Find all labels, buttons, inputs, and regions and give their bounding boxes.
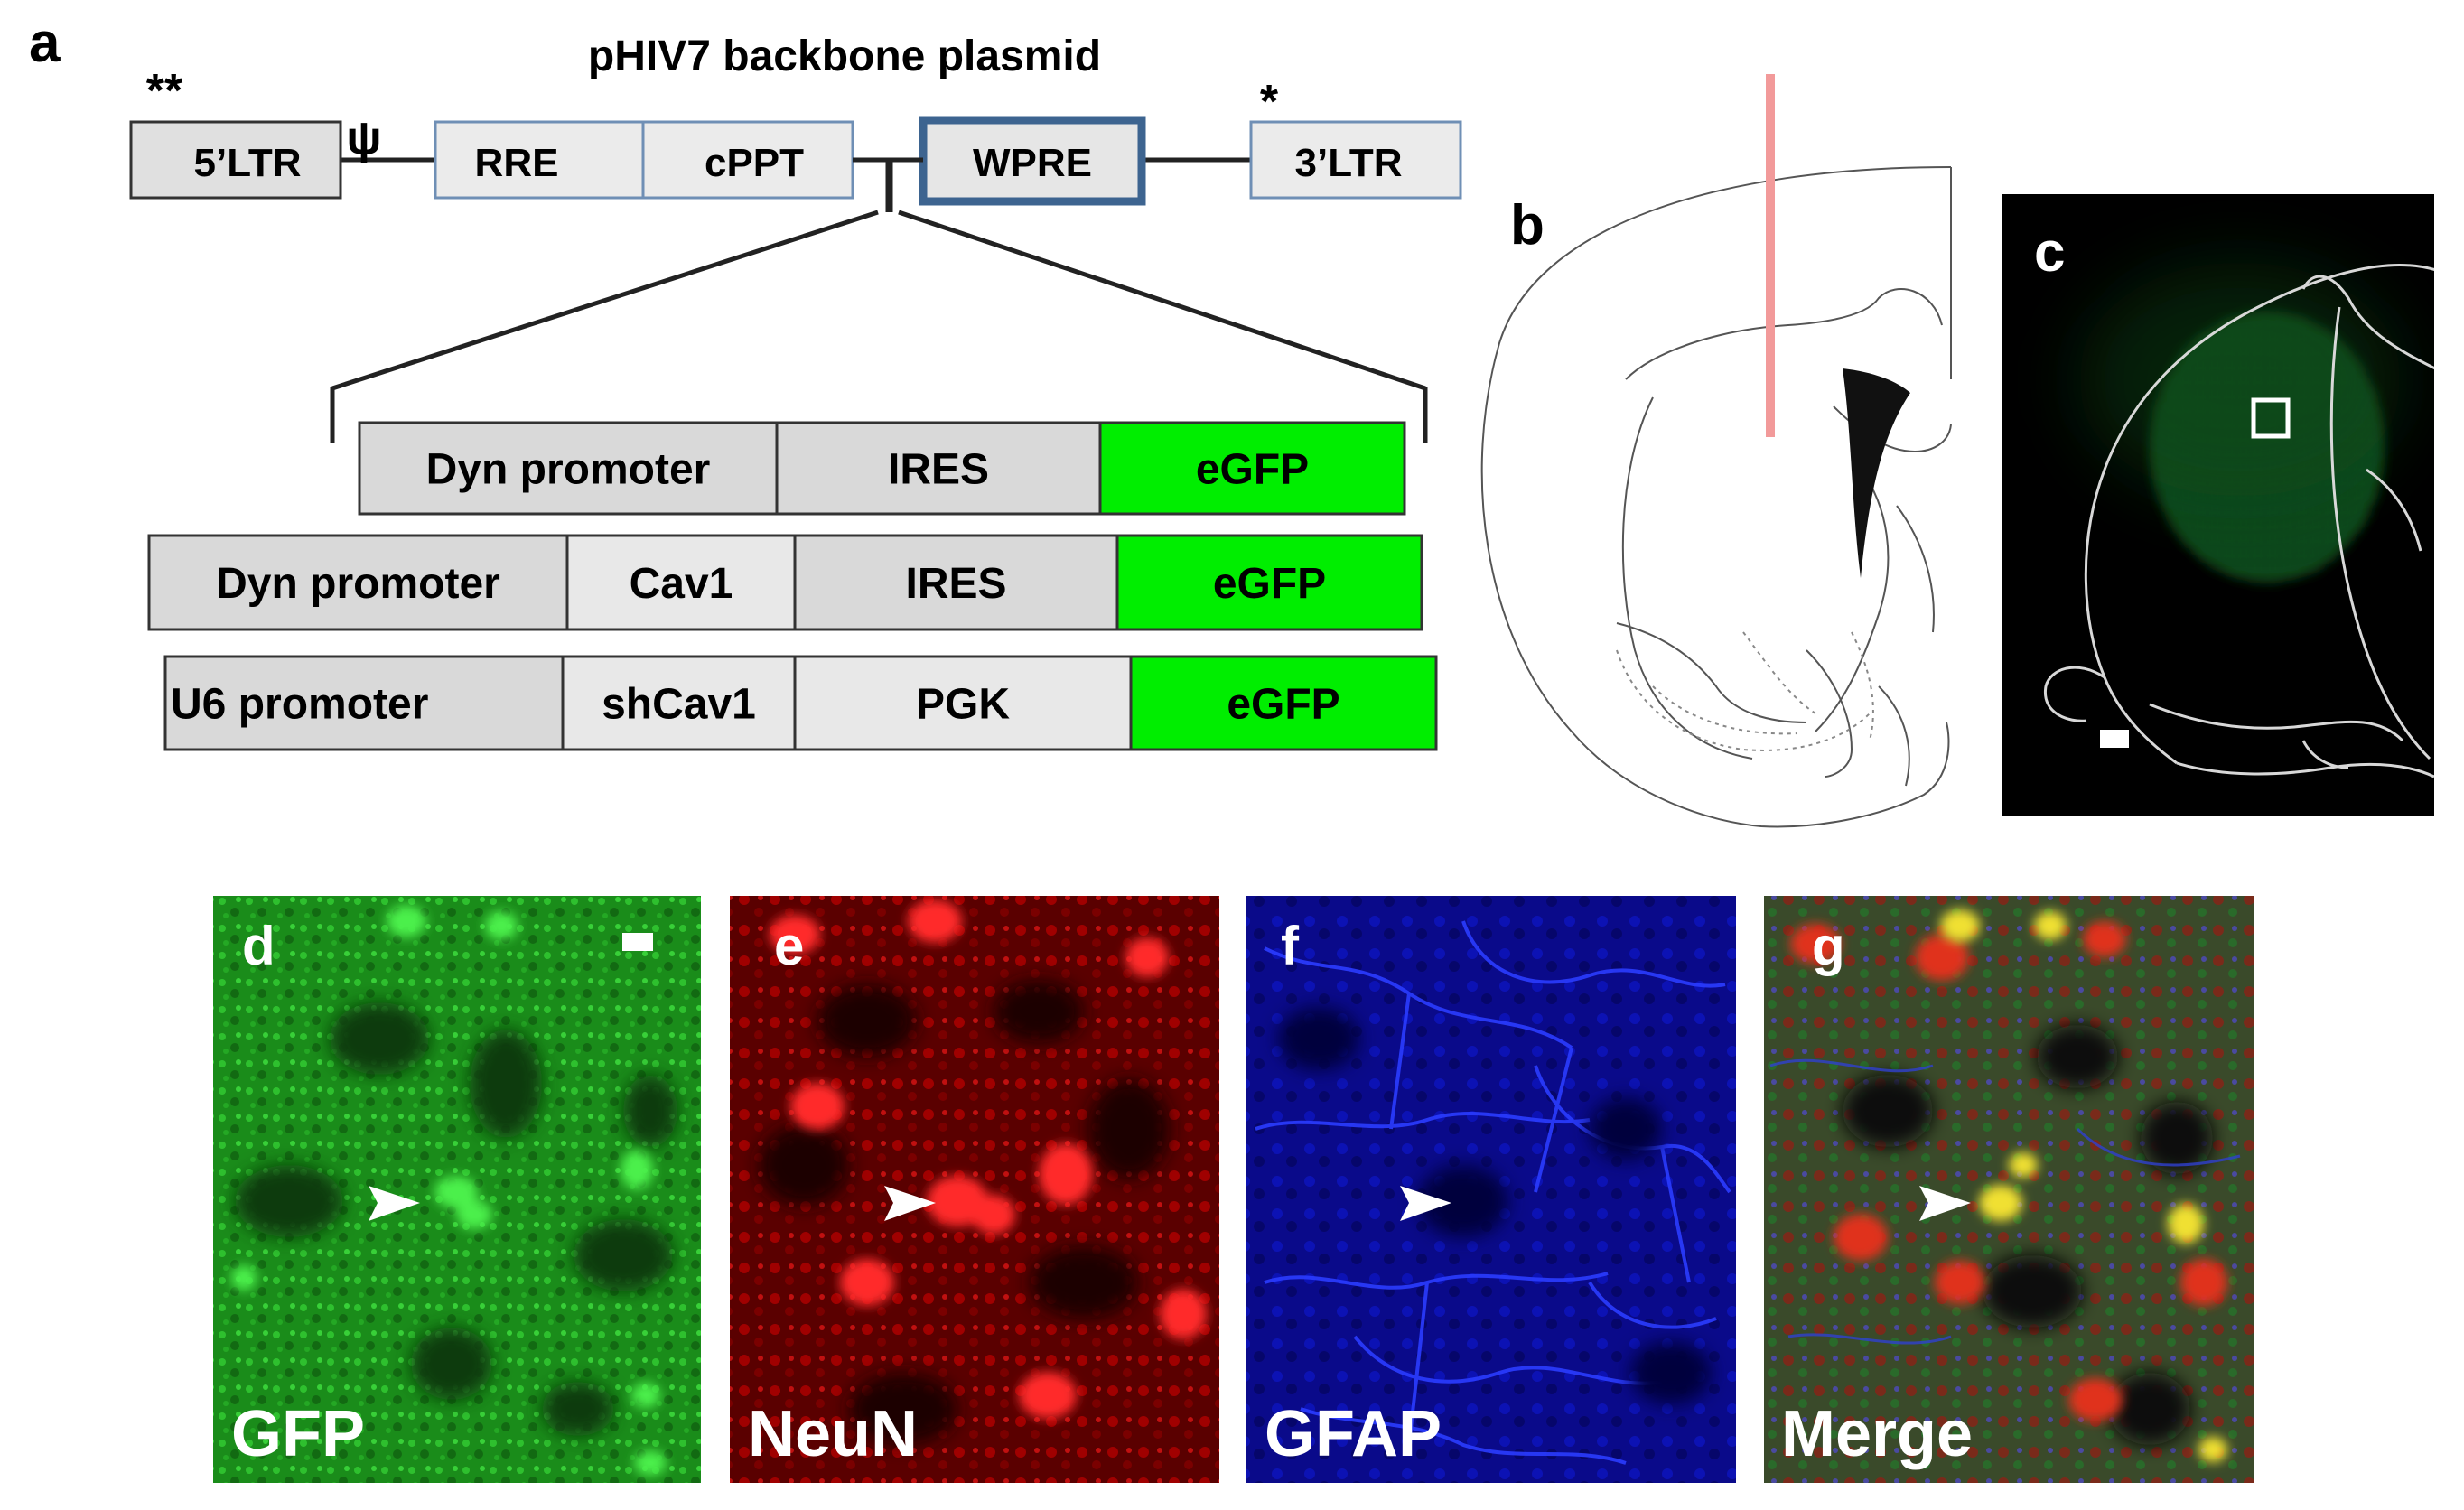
channel-label-merge: Merge	[1781, 1398, 1973, 1470]
segment-label-dyn-promoter: Dyn promoter	[216, 560, 500, 608]
ltr3-asterisk: *	[1260, 76, 1279, 128]
gfp-expression-halo	[2077, 262, 2403, 497]
segment-label-egfp: eGFP	[1227, 681, 1339, 729]
panel-c: c	[2002, 194, 2434, 816]
channel-label-gfap: GFAP	[1265, 1398, 1442, 1470]
gfp-dark-regions	[235, 1002, 677, 1436]
merge-yellow-cells	[1940, 909, 2227, 1462]
segment-label-egfp: eGFP	[1196, 446, 1309, 494]
panel-d: d GFP	[213, 896, 701, 1483]
panel-letter-c: c	[2034, 221, 2065, 284]
segment-egfp	[1115, 534, 1423, 631]
construct-row-2: Dyn promoter Cav1 IRES eGFP	[147, 534, 1423, 631]
panel-g: g Merge	[1764, 896, 2254, 1483]
panel-e: e NeuN	[730, 896, 1219, 1483]
roi-box	[2251, 397, 2291, 439]
segment-ires	[793, 534, 1119, 631]
arrowhead-g	[1919, 1186, 1971, 1221]
wpre-label: WPRE	[973, 141, 1092, 185]
segment-label-dyn-promoter: Dyn promoter	[426, 446, 711, 494]
scale-bar-c	[2100, 730, 2129, 748]
segment-egfp	[1098, 421, 1406, 516]
cppt-label: cPPT	[705, 141, 804, 185]
merge-dark-regions	[1843, 1025, 2213, 1445]
scale-bar-d	[622, 933, 653, 951]
ltr5-asterisks: **	[146, 65, 183, 117]
brain-section-dashed	[1616, 631, 1874, 751]
backbone-ltr3: 3’LTR	[1249, 120, 1462, 200]
segment-ires	[775, 421, 1102, 516]
lateral-ventricle	[1843, 368, 1910, 578]
injection-track	[1766, 74, 1775, 437]
brain-atlas-overlay	[2044, 264, 2434, 778]
brain-section-outline	[1480, 166, 1952, 828]
neun-dark-regions	[759, 980, 1170, 1445]
segment-label-cav1: Cav1	[630, 560, 733, 608]
segment-label-ires: IRES	[905, 560, 1006, 608]
backbone-cppt: cPPT	[641, 120, 854, 200]
panel-a: a pHIV7 backbone plasmid ψ ** * 5’LTR RR…	[29, 12, 1462, 751]
segment-label-u6-promoter: U6 promoter	[171, 681, 428, 729]
panel-letter-b: b	[1510, 194, 1545, 256]
channel-label-neun: NeuN	[748, 1398, 918, 1470]
panel-letter-g: g	[1812, 916, 1845, 976]
panel-letter-a: a	[29, 12, 61, 74]
panel-f: f GFAP	[1246, 896, 1736, 1483]
neun-bright-cells	[770, 899, 1207, 1419]
rre-label: RRE	[475, 141, 559, 185]
panel-letter-f: f	[1281, 916, 1300, 976]
plasmid-title: pHIV7 backbone plasmid	[588, 33, 1101, 80]
backbone-rre: RRE	[434, 120, 645, 200]
gfp-bright-cells	[231, 905, 667, 1476]
segment-label-ires: IRES	[888, 446, 989, 494]
segment-pgk	[793, 655, 1133, 751]
merge-red-cells	[1790, 921, 2227, 1421]
segment-egfp	[1129, 655, 1438, 751]
construct-row-3: U6 promoter shCav1 PGK eGFP	[163, 655, 1438, 751]
segment-label-shcav1: shCav1	[602, 681, 756, 729]
panel-letter-e: e	[774, 916, 804, 976]
arrowhead-e	[884, 1186, 936, 1221]
insertion-expansion-lines	[330, 157, 1428, 443]
segment-dyn-promoter	[147, 534, 569, 631]
arrowhead-d	[369, 1186, 420, 1221]
gfap-dark-regions	[1278, 1007, 1712, 1404]
ltr3-label: 3’LTR	[1295, 141, 1403, 185]
panel-b: b	[1480, 74, 1952, 828]
channel-label-gfp: GFP	[231, 1398, 365, 1470]
segment-label-pgk: PGK	[916, 681, 1010, 729]
backbone-ltr5: 5’LTR	[129, 120, 342, 200]
backbone-wpre: WPRE	[919, 116, 1146, 206]
construct-row-1: Dyn promoter IRES eGFP	[358, 421, 1406, 516]
segment-dyn-promoter	[358, 421, 779, 516]
merge-blue-processes	[1769, 1058, 2241, 1345]
ltr5-label: 5’LTR	[194, 141, 302, 185]
segment-label-egfp: eGFP	[1213, 560, 1326, 608]
arrowhead-f	[1400, 1186, 1451, 1221]
segment-u6-promoter	[163, 655, 565, 751]
psi-symbol: ψ	[346, 112, 381, 164]
panel-letter-d: d	[242, 916, 275, 976]
